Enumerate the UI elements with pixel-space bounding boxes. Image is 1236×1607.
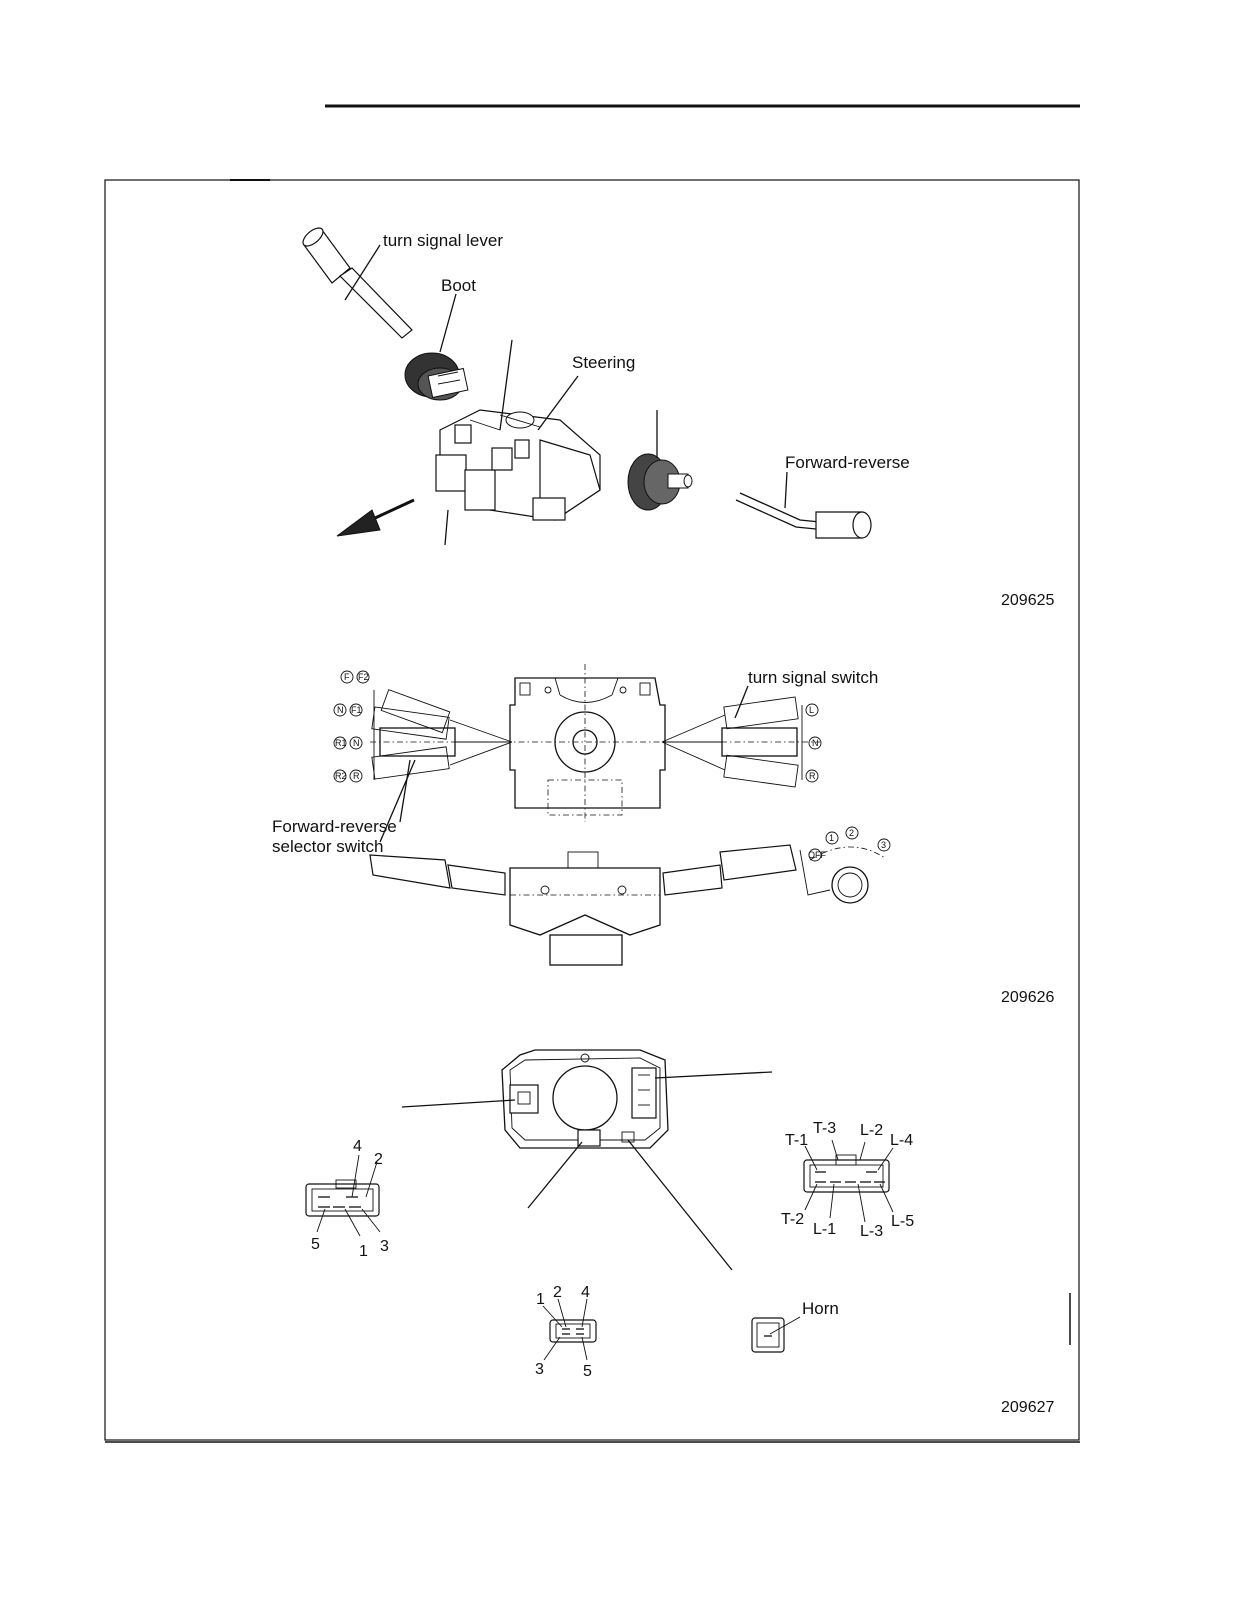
forward-reverse-lever-part [735, 492, 872, 539]
right-pin-t2: T-2 [781, 1211, 804, 1228]
horn-connector: Horn [751, 1299, 839, 1353]
forward-reverse-boot-part [627, 453, 693, 511]
right-pin-l5: L-5 [891, 1213, 914, 1230]
pos-r2: R2 [335, 771, 347, 781]
switch-position-view: F F2 N F1 R1 N R2 R L N R turn signal sw… [272, 664, 1054, 1006]
label-turn-signal-switch: turn signal switch [748, 668, 878, 687]
pos-r1: R1 [335, 738, 347, 748]
pos-f2: F2 [358, 672, 369, 682]
left-pin-1: 1 [359, 1243, 368, 1260]
exploded-view: turn signal lever Boot Steering Forward-… [302, 227, 1054, 609]
switch-body-front [370, 664, 820, 822]
turn-signal-lever-part [302, 227, 413, 339]
bottom-pin-4: 4 [581, 1284, 590, 1301]
pos-n-right: N [812, 738, 819, 748]
pos-l: L [809, 705, 814, 715]
connector-pinout-view: 4 2 5 1 3 T-1 T-3 [305, 1049, 1071, 1416]
bottom-pin-1: 1 [536, 1291, 545, 1308]
pos-r-right: R [809, 771, 816, 781]
right-pin-t1: T-1 [785, 1132, 808, 1149]
switch-body-top [369, 844, 886, 966]
left-pin-5: 5 [311, 1236, 320, 1253]
switch-rear-view [501, 1049, 669, 1149]
pos-2: 2 [849, 828, 854, 838]
figure-number-3: 209627 [1001, 1399, 1054, 1416]
label-steering: Steering [572, 353, 635, 372]
direction-arrow [336, 498, 415, 537]
right-pin-t3: T-3 [813, 1120, 836, 1137]
bottom-pin-5: 5 [583, 1363, 592, 1380]
figure-number-1: 209625 [1001, 592, 1054, 609]
label-boot: Boot [441, 276, 476, 295]
figure-frame [104, 179, 1080, 1441]
pos-f1: F1 [351, 705, 362, 715]
figure-number-2: 209626 [1001, 989, 1054, 1006]
turn-signal-lever-positions [661, 696, 803, 788]
selector-lever-positions [371, 689, 513, 780]
pos-3: 3 [881, 840, 886, 850]
label-forward-reverse: Forward-reverse [785, 453, 910, 472]
left-pin-3: 3 [380, 1238, 389, 1255]
left-pin-2: 2 [374, 1151, 383, 1168]
right-pin-l3: L-3 [860, 1223, 883, 1240]
label-horn: Horn [802, 1299, 839, 1318]
pos-1: 1 [829, 833, 834, 843]
right-pin-l4: L-4 [890, 1132, 913, 1149]
pos-n-1: N [337, 705, 344, 715]
light-position-markers: OFF 1 2 3 [808, 826, 891, 862]
bottom-pin-3: 3 [535, 1361, 544, 1378]
right-position-markers: L N R [805, 703, 822, 783]
left-connector: 4 2 5 1 3 [305, 1138, 389, 1260]
label-turn-signal-lever: turn signal lever [383, 231, 503, 250]
boot-part [404, 352, 469, 401]
pos-off: OFF [808, 850, 826, 860]
left-position-markers: F F2 N F1 R1 N R2 R [333, 670, 370, 783]
bottom-connector: 1 2 4 3 5 [535, 1284, 597, 1380]
right-pin-l1: L-1 [813, 1221, 836, 1238]
combination-switch-body [435, 409, 601, 521]
pos-n-2: N [353, 738, 360, 748]
label-selector-switch-2: selector switch [272, 837, 383, 856]
pos-r: R [353, 771, 360, 781]
right-connector: T-1 T-3 L-2 L-4 T-2 L-1 L-3 L-5 [781, 1120, 914, 1240]
left-pin-4: 4 [353, 1138, 362, 1155]
right-pin-l2: L-2 [860, 1122, 883, 1139]
label-selector-switch-1: Forward-reverse [272, 817, 397, 836]
bottom-pin-2: 2 [553, 1284, 562, 1301]
pos-f: F [344, 672, 350, 682]
